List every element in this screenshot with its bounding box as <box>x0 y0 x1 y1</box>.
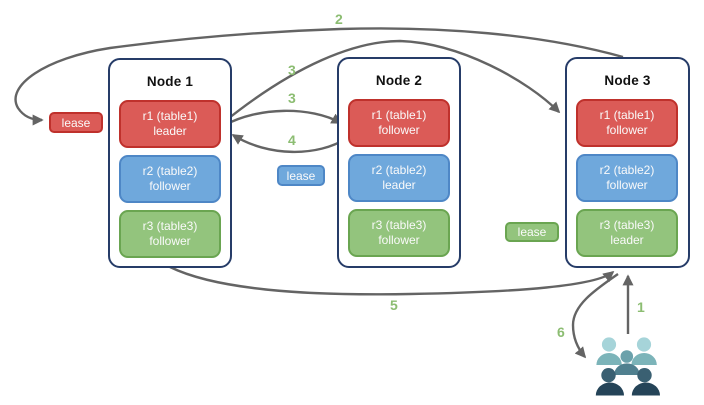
arrow-step-3-to-node2 <box>224 109 343 127</box>
replica-range-label: r1 (table1) <box>371 107 427 122</box>
replica-role-label: leader <box>153 124 187 138</box>
node2-replica-r2: r2 (table2) leader <box>348 154 450 202</box>
step-label-6: 6 <box>557 324 565 340</box>
replica-range-label: r2 (table2) <box>142 163 198 178</box>
replica-role-label: follower <box>149 234 191 248</box>
step-label-1: 1 <box>637 299 645 315</box>
replica-role-label: follower <box>606 178 648 192</box>
node-2: Node 2 r1 (table1) follower r2 (table2) … <box>337 57 461 268</box>
step-label-3a: 3 <box>288 62 296 78</box>
step-label-5: 5 <box>390 297 398 313</box>
lease-badge-r2: lease <box>277 165 325 186</box>
step-label-4: 4 <box>288 132 296 148</box>
replica-range-label: r3 (table3) <box>371 217 427 232</box>
arrow-step-6 <box>571 273 619 359</box>
replica-role-label: follower <box>378 123 420 137</box>
node-2-title: Node 2 <box>375 73 423 88</box>
step-label-2: 2 <box>335 11 343 27</box>
node-1-title: Node 1 <box>146 74 194 89</box>
replica-range-label: r3 (table3) <box>142 218 198 233</box>
arrow-step-4-to-node1 <box>231 133 348 154</box>
replica-range-label: r3 (table3) <box>599 217 655 232</box>
replica-role-label: leader <box>610 233 644 247</box>
lease-badge-r3: lease <box>505 222 559 242</box>
node-3: Node 3 r1 (table1) follower r2 (table2) … <box>565 57 690 268</box>
replica-range-label: r1 (table1) <box>142 108 198 123</box>
replica-role-label: leader <box>382 178 416 192</box>
node3-replica-r3: r3 (table3) leader <box>576 209 678 257</box>
arrow-step-5 <box>169 265 615 296</box>
replica-range-label: r2 (table2) <box>371 162 427 177</box>
node-3-title: Node 3 <box>604 73 651 88</box>
arrow-step-3-to-node3 <box>223 39 561 123</box>
replica-range-label: r2 (table2) <box>599 162 655 177</box>
node-1: Node 1 r1 (table1) leader r2 (table2) fo… <box>108 58 232 268</box>
users-group-icon <box>595 337 660 396</box>
step-label-3b: 3 <box>288 90 296 106</box>
node1-replica-r3: r3 (table3) follower <box>119 210 221 258</box>
replica-role-label: follower <box>149 179 191 193</box>
arrow-step-2 <box>14 27 624 126</box>
replica-role-label: follower <box>378 233 420 247</box>
lease-badge-r1: lease <box>49 112 103 133</box>
node3-replica-r1: r1 (table1) follower <box>576 99 678 147</box>
node2-replica-r1: r1 (table1) follower <box>348 99 450 147</box>
node3-replica-r2: r2 (table2) follower <box>576 154 678 202</box>
replica-role-label: follower <box>606 123 648 137</box>
replica-range-label: r1 (table1) <box>599 107 655 122</box>
node1-replica-r1: r1 (table1) leader <box>119 100 221 148</box>
node1-replica-r2: r2 (table2) follower <box>119 155 221 203</box>
node2-replica-r3: r3 (table3) follower <box>348 209 450 257</box>
